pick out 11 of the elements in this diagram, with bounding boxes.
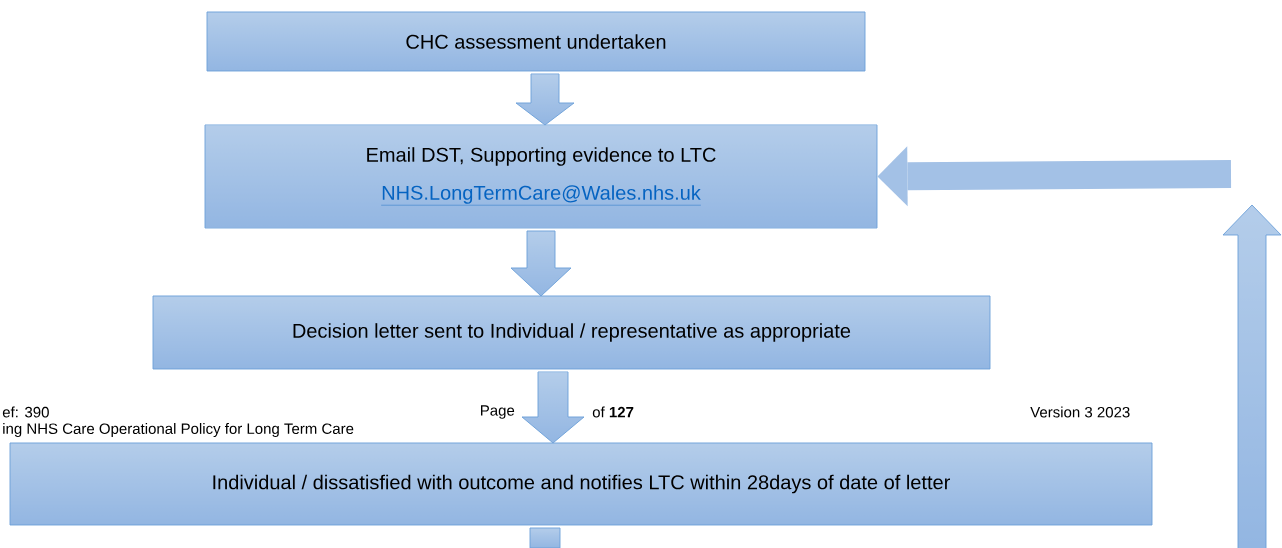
block-arrow [877,146,1232,207]
block-arrow [510,230,572,297]
email-link: NHS.LongTermCare@Wales.nhs.uk [380,185,702,206]
block-arrow [515,73,575,126]
block-arrow [529,527,561,548]
footer-text: Version 3 2023 [1030,406,1130,418]
footer-text: of 127 [592,406,634,418]
footer-text: ef: 390 [2,406,49,418]
block-arrow [521,371,585,444]
footer-text: Page [481,405,515,419]
process-box: CHC assessment undertaken [206,11,866,72]
